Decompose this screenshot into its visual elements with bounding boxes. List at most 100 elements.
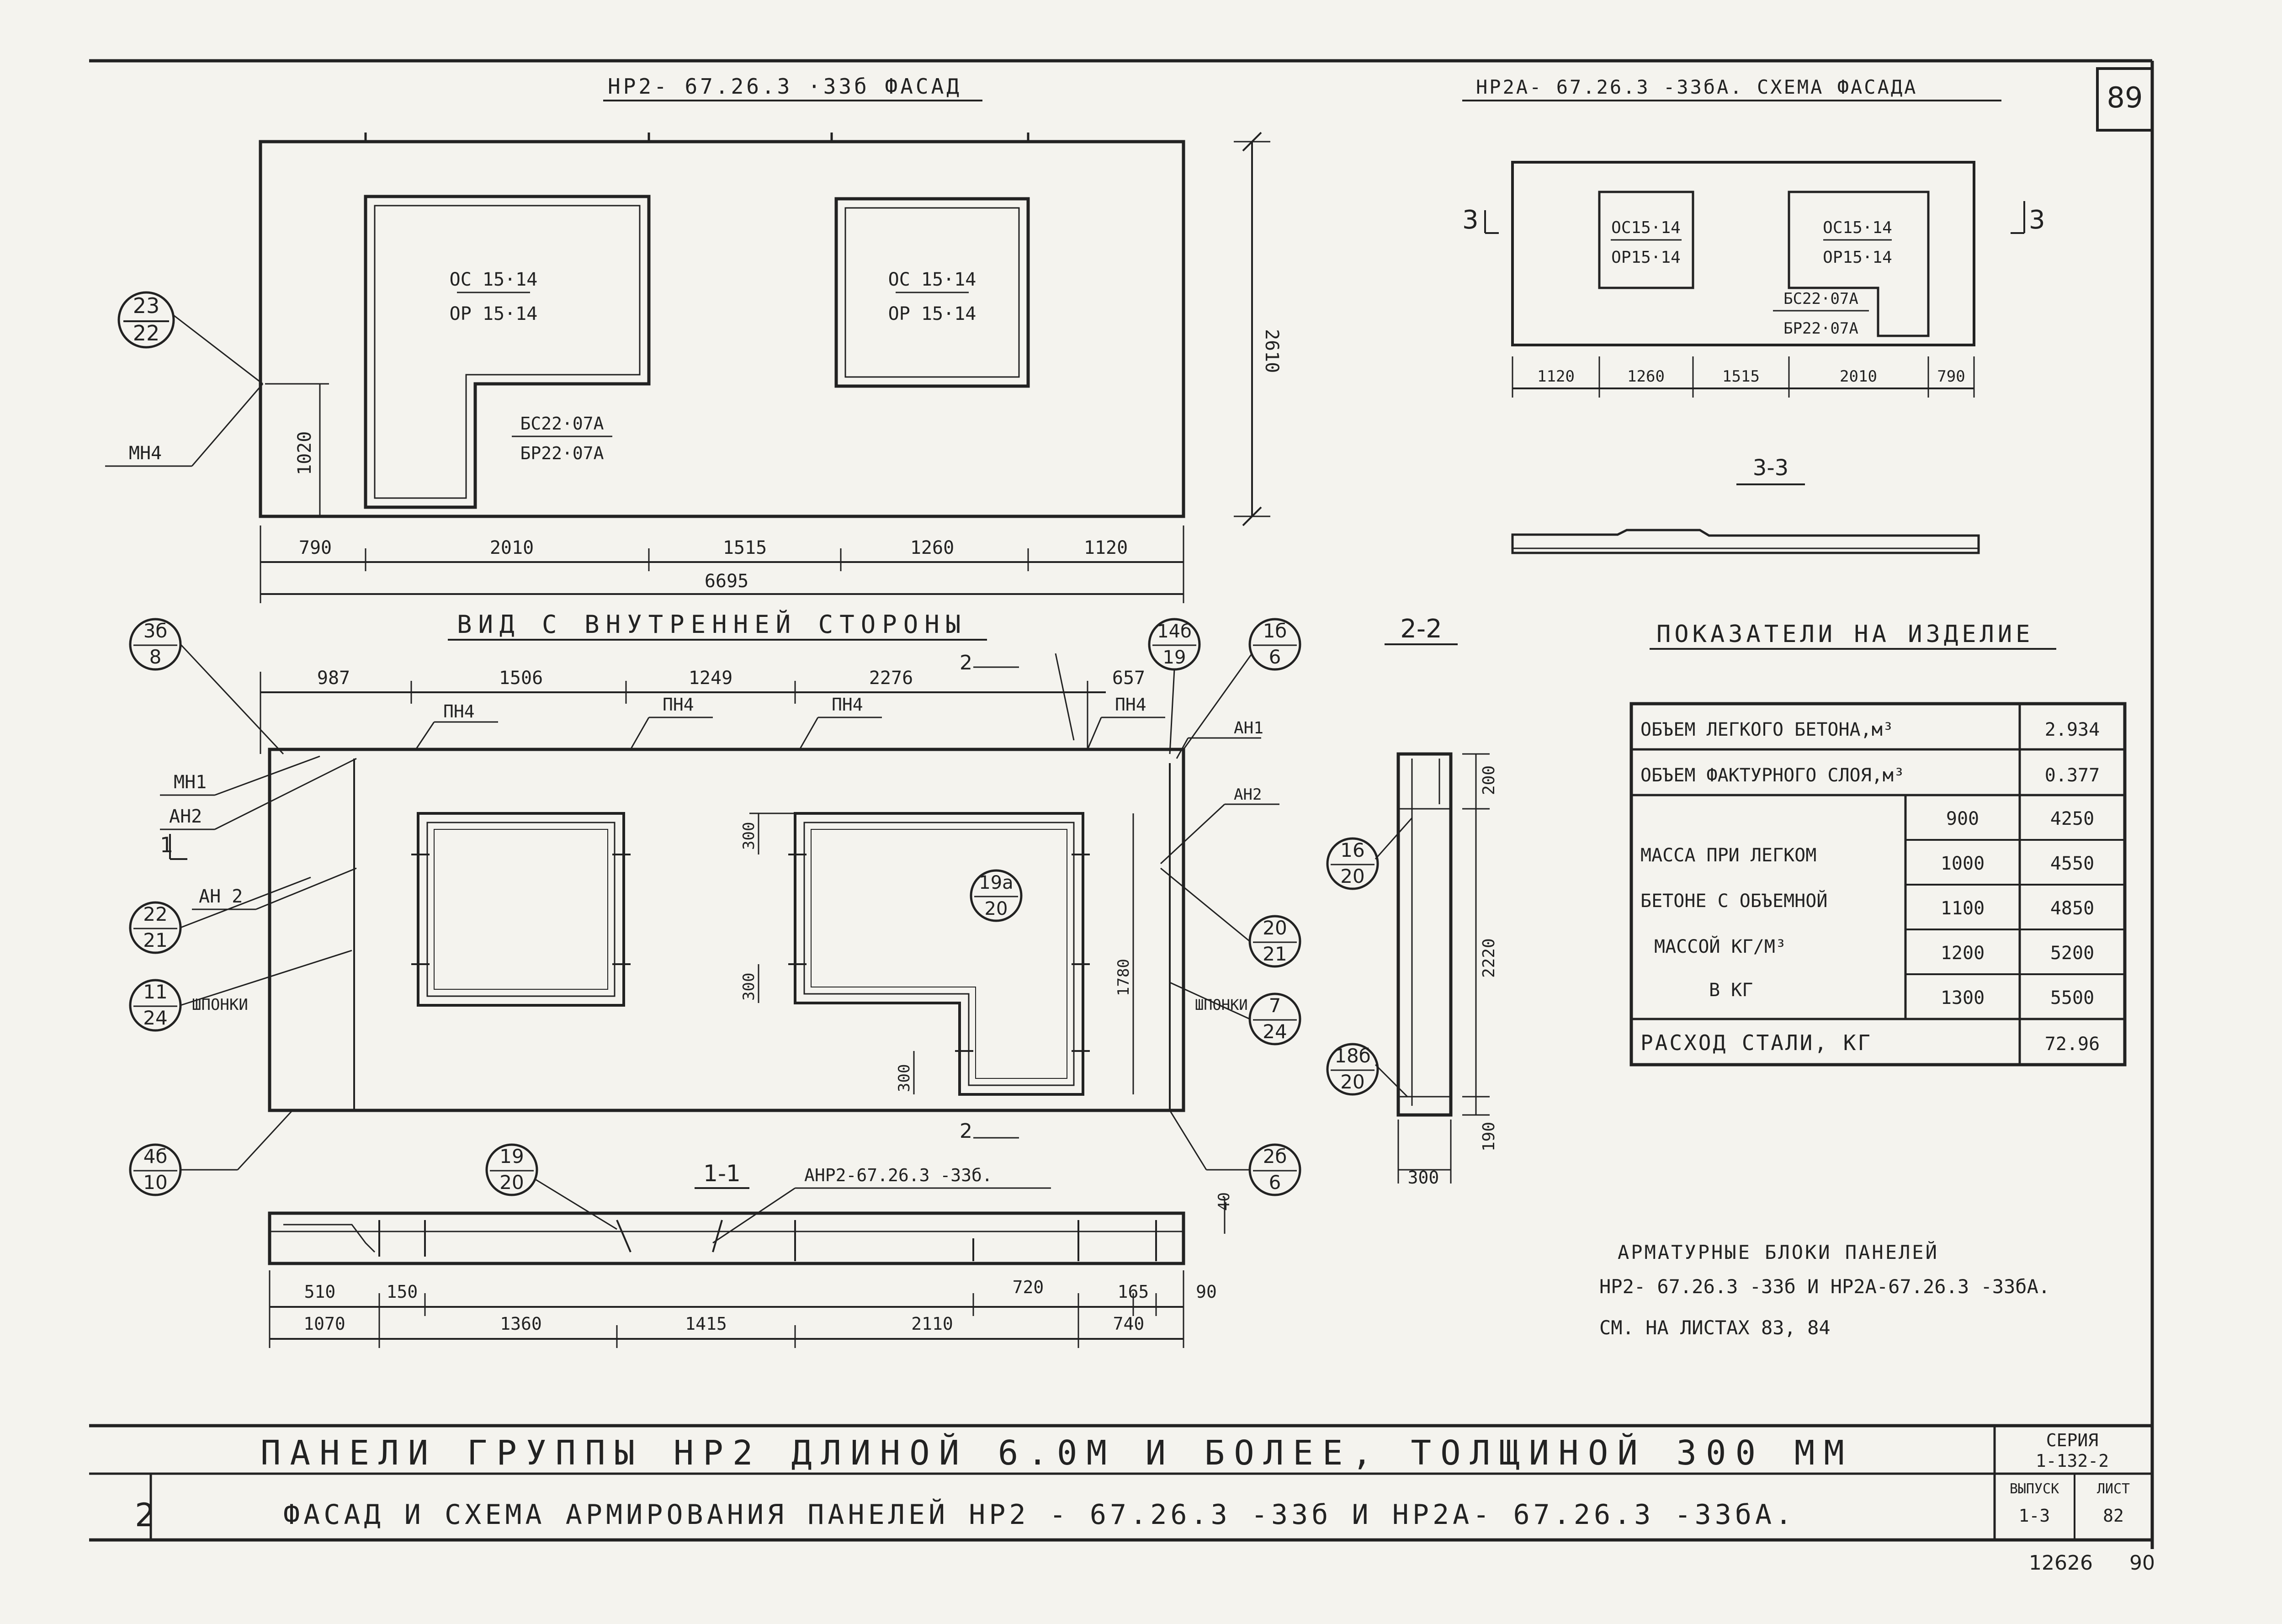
label-an1: АН1 (1234, 719, 1263, 738)
sheet-number-box (2096, 67, 2154, 132)
mass-4850: 4850 (2050, 898, 2094, 919)
scheme-dim-5: 790 (1937, 367, 1965, 386)
callout-3b-bottom: 8 (149, 646, 162, 668)
steel-label: РАСХОД СТАЛИ, КГ (1640, 1030, 1872, 1055)
sheet-number: 89 (2107, 81, 2143, 114)
scheme-door-bottom: БР22·07А (1783, 319, 1858, 338)
mass-4550: 4550 (2050, 853, 2094, 874)
issue-value: 1-3 (2019, 1506, 2050, 1526)
mass-label-line1: МАССА ПРИ ЛЕГКОМ (1640, 845, 1816, 866)
callout-14b-bottom: 19 (1163, 647, 1186, 668)
density-1300: 1300 (1941, 987, 1985, 1008)
inner-vdim-300a: 300 (740, 822, 758, 850)
pn4-label-4: ПН4 (1115, 695, 1146, 715)
facade-callout-bottom: 22 (133, 321, 160, 345)
sheet-value: 82 (2103, 1506, 2124, 1526)
callout-7-bottom: 24 (1263, 1020, 1287, 1043)
density-900: 900 (1946, 808, 1979, 829)
label-mn1: МН1 (174, 772, 207, 793)
callout-22-top: 22 (143, 903, 167, 925)
density-1100: 1100 (1941, 898, 1985, 919)
facade-drawing: НР2- 67.26.3 ·33б ФАСАД ОС 15·14 ОР 15·1… (105, 74, 1282, 603)
section-22-title: 2-2 (1400, 614, 1442, 644)
inner-vdim-300c: 300 (895, 1064, 913, 1092)
door-label-top: БС22·07А (520, 414, 604, 434)
note-block: АРМАТУРНЫЕ БЛОКИ ПАНЕЛЕЙ НР2- 67.26.3 -3… (1599, 1241, 2050, 1339)
inner-view-drawing: ВИД С ВНУТРЕННЕЙ СТОРОНЫ 987 1506 1249 2… (129, 610, 1301, 1196)
title-block: ПАНЕЛИ ГРУППЫ НР2 ДЛИНОЙ 6.0М И БОЛЕЕ, Т… (89, 1424, 2155, 1575)
callout-4b-top: 4б (143, 1145, 168, 1168)
callout-16-top: 16 (1340, 839, 1364, 861)
facade-mn4-label: МН4 (129, 443, 162, 464)
title-left-mark: 2 (135, 1497, 155, 1534)
sheet-label: ЛИСТ (2097, 1481, 2130, 1497)
facade-window-2 (834, 197, 1030, 388)
scheme-win2-bottom: ОР15·14 (1823, 248, 1892, 267)
section-22-dim-2220: 2220 (1480, 938, 1498, 978)
win2-label-top: ОС 15·14 (888, 269, 976, 290)
inner-vdim-300b: 300 (740, 973, 758, 1001)
title-line-2: ФАСАД И СХЕМА АРМИРОВАНИЯ ПАНЕЛЕЙ НР2 - … (283, 1498, 1795, 1531)
s11-dim-150: 150 (387, 1282, 418, 1302)
callout-2b-bottom: 6 (1269, 1171, 1281, 1194)
inner-section-mark-top: 2 (960, 651, 972, 674)
callout-2b-top: 2б (1263, 1145, 1287, 1168)
facade-door-window (364, 195, 651, 509)
section-22-dim-190: 190 (1480, 1122, 1498, 1152)
mass-label-line3: МАССОЙ КГ/М³ (1654, 935, 1786, 957)
row-volume-facing-label: ОБЪЕМ ФАКТУРНОГО СЛОЯ,м³ (1640, 765, 1905, 786)
section-22-dim-200: 200 (1480, 765, 1498, 795)
s11-dim-740: 740 (1113, 1314, 1145, 1334)
mass-4250: 4250 (2050, 808, 2094, 829)
facade-title: НР2- 67.26.3 ·33б ФАСАД (608, 74, 962, 99)
callout-11-bottom: 24 (143, 1007, 167, 1029)
series-value: 1-132-2 (2036, 1451, 2109, 1471)
scheme-dim-4: 2010 (1840, 367, 1877, 386)
win1-label-top: ОС 15·14 (450, 269, 538, 290)
mass-label-line2: БЕТОНЕ С ОБЪЕМНОЙ (1640, 890, 1827, 912)
inner-panel (268, 748, 1185, 1112)
section-33-profile (1511, 529, 1980, 554)
pn4-label-1: ПН4 (443, 701, 475, 722)
title-line-1: ПАНЕЛИ ГРУППЫ НР2 ДЛИНОЙ 6.0М И БОЛЕЕ, Т… (260, 1433, 1853, 1473)
row-volume-facing-value: 0.377 (2045, 765, 2100, 786)
callout-19a-bottom: 20 (985, 898, 1008, 919)
scheme-window-door (1788, 191, 1930, 337)
callout-11-top: 11 (143, 981, 167, 1003)
callout-19a-top: 19а (979, 872, 1013, 893)
steel-value: 72.96 (2045, 1034, 2100, 1055)
section-11-label: АНР2-67.26.3 -33б. (804, 1165, 992, 1185)
facade-height-dim: 2610 (1261, 329, 1282, 373)
series-label: СЕРИЯ (2046, 1430, 2098, 1450)
facade-dim-1120: 1120 (1084, 537, 1128, 558)
section-22-profile (1396, 752, 1453, 1117)
callout-3b-top: 3б (143, 620, 168, 642)
s11-dim-1415: 1415 (685, 1314, 727, 1334)
callout-1b-bottom: 6 (1269, 646, 1281, 668)
facade-callout (117, 291, 175, 349)
callout-19-bottom: 20 (499, 1171, 524, 1194)
pn4-label-3: ПН4 (832, 695, 863, 715)
inner-window-door (794, 812, 1084, 1096)
page-number: 90 (2129, 1551, 2155, 1575)
scheme-window-1 (1598, 191, 1694, 289)
note-line-3: СМ. НА ЛИСТАХ 83, 84 (1599, 1316, 1831, 1339)
scheme-section-mark-left: 3 (1462, 205, 1479, 235)
s11-dim-1360: 1360 (500, 1314, 542, 1334)
section-11-title: 1-1 (703, 1160, 741, 1187)
inner-dim-987: 987 (317, 668, 350, 689)
callout-14b-top: 14б (1157, 621, 1192, 642)
label-an2-a: АН2 (169, 806, 202, 827)
scheme-dim-3: 1515 (1722, 367, 1760, 386)
section-33-title: 3-3 (1753, 455, 1788, 481)
label-an2-b: АН 2 (199, 886, 243, 907)
s11-dim-90: 90 (1196, 1282, 1217, 1302)
s11-dim-1070: 1070 (303, 1314, 345, 1334)
inner-dim-2276: 2276 (869, 668, 913, 689)
label-shponki-right: ШПОНКИ (1195, 996, 1248, 1014)
inner-view-title: ВИД С ВНУТРЕННЕЙ СТОРОНЫ (457, 610, 967, 639)
callout-16-bottom: 20 (1340, 865, 1364, 887)
note-line-1: АРМАТУРНЫЕ БЛОКИ ПАНЕЛЕЙ (1618, 1241, 1939, 1263)
callout-4b-bottom: 10 (143, 1171, 167, 1194)
